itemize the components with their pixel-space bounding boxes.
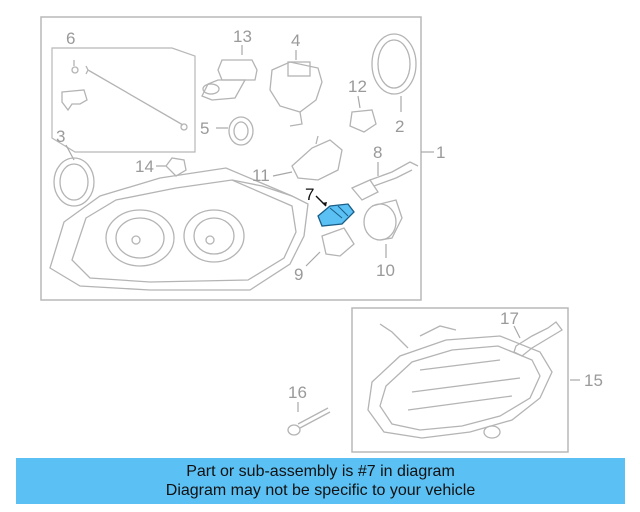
part-14-screw [156,157,187,177]
part-9-bulb [305,227,355,267]
callout-1[interactable]: 1 [436,143,445,162]
callout-6[interactable]: 6 [66,29,75,48]
part-3-cap [53,144,95,207]
part-6-adjuster [61,60,188,131]
callout-13[interactable]: 13 [233,27,252,46]
callout-12[interactable]: 12 [348,77,367,96]
callout-8[interactable]: 8 [373,143,382,162]
part-12-clip [349,95,377,133]
banner-line-1: Part or sub-assembly is #7 in diagram [186,463,455,480]
banner-line-2: Diagram may not be specific to your vehi… [165,482,476,499]
part-4-motor [269,50,323,127]
callout-9[interactable]: 9 [294,265,303,284]
housing-assembly-frame [351,307,569,453]
headlamp-housing [49,167,309,291]
subassembly-6-frame [51,47,196,153]
parts-diagram: 1 2 3 4 5 6 7 8 9 10 11 12 13 14 15 16 1… [40,16,603,453]
part-10-socket [363,199,403,258]
part-13-bulb [201,45,258,101]
info-banner: Part or sub-assembly is #7 in diagram Di… [16,458,625,504]
callout-3[interactable]: 3 [56,127,65,146]
callout-10[interactable]: 10 [376,261,395,280]
part-8-socket [350,161,419,201]
callout-15[interactable]: 15 [584,371,603,390]
part-11-bulb [272,135,343,181]
part-16-bolt [287,402,331,436]
callout-7[interactable]: 7 [305,185,314,204]
part-5-ring [216,116,254,146]
callout-16[interactable]: 16 [288,383,307,402]
headlamp-assembly-frame [40,16,422,301]
part-2-ring [371,33,417,112]
callout-4[interactable]: 4 [291,31,300,50]
callout-17[interactable]: 17 [500,309,519,328]
callout-14[interactable]: 14 [135,157,154,176]
callout-5[interactable]: 5 [200,119,209,138]
part-17-bracket [513,321,563,357]
callout-11[interactable]: 11 [252,166,270,185]
callout-2[interactable]: 2 [395,117,404,136]
part-15-housing [367,323,580,439]
part-7-bulb-highlighted [315,195,355,227]
